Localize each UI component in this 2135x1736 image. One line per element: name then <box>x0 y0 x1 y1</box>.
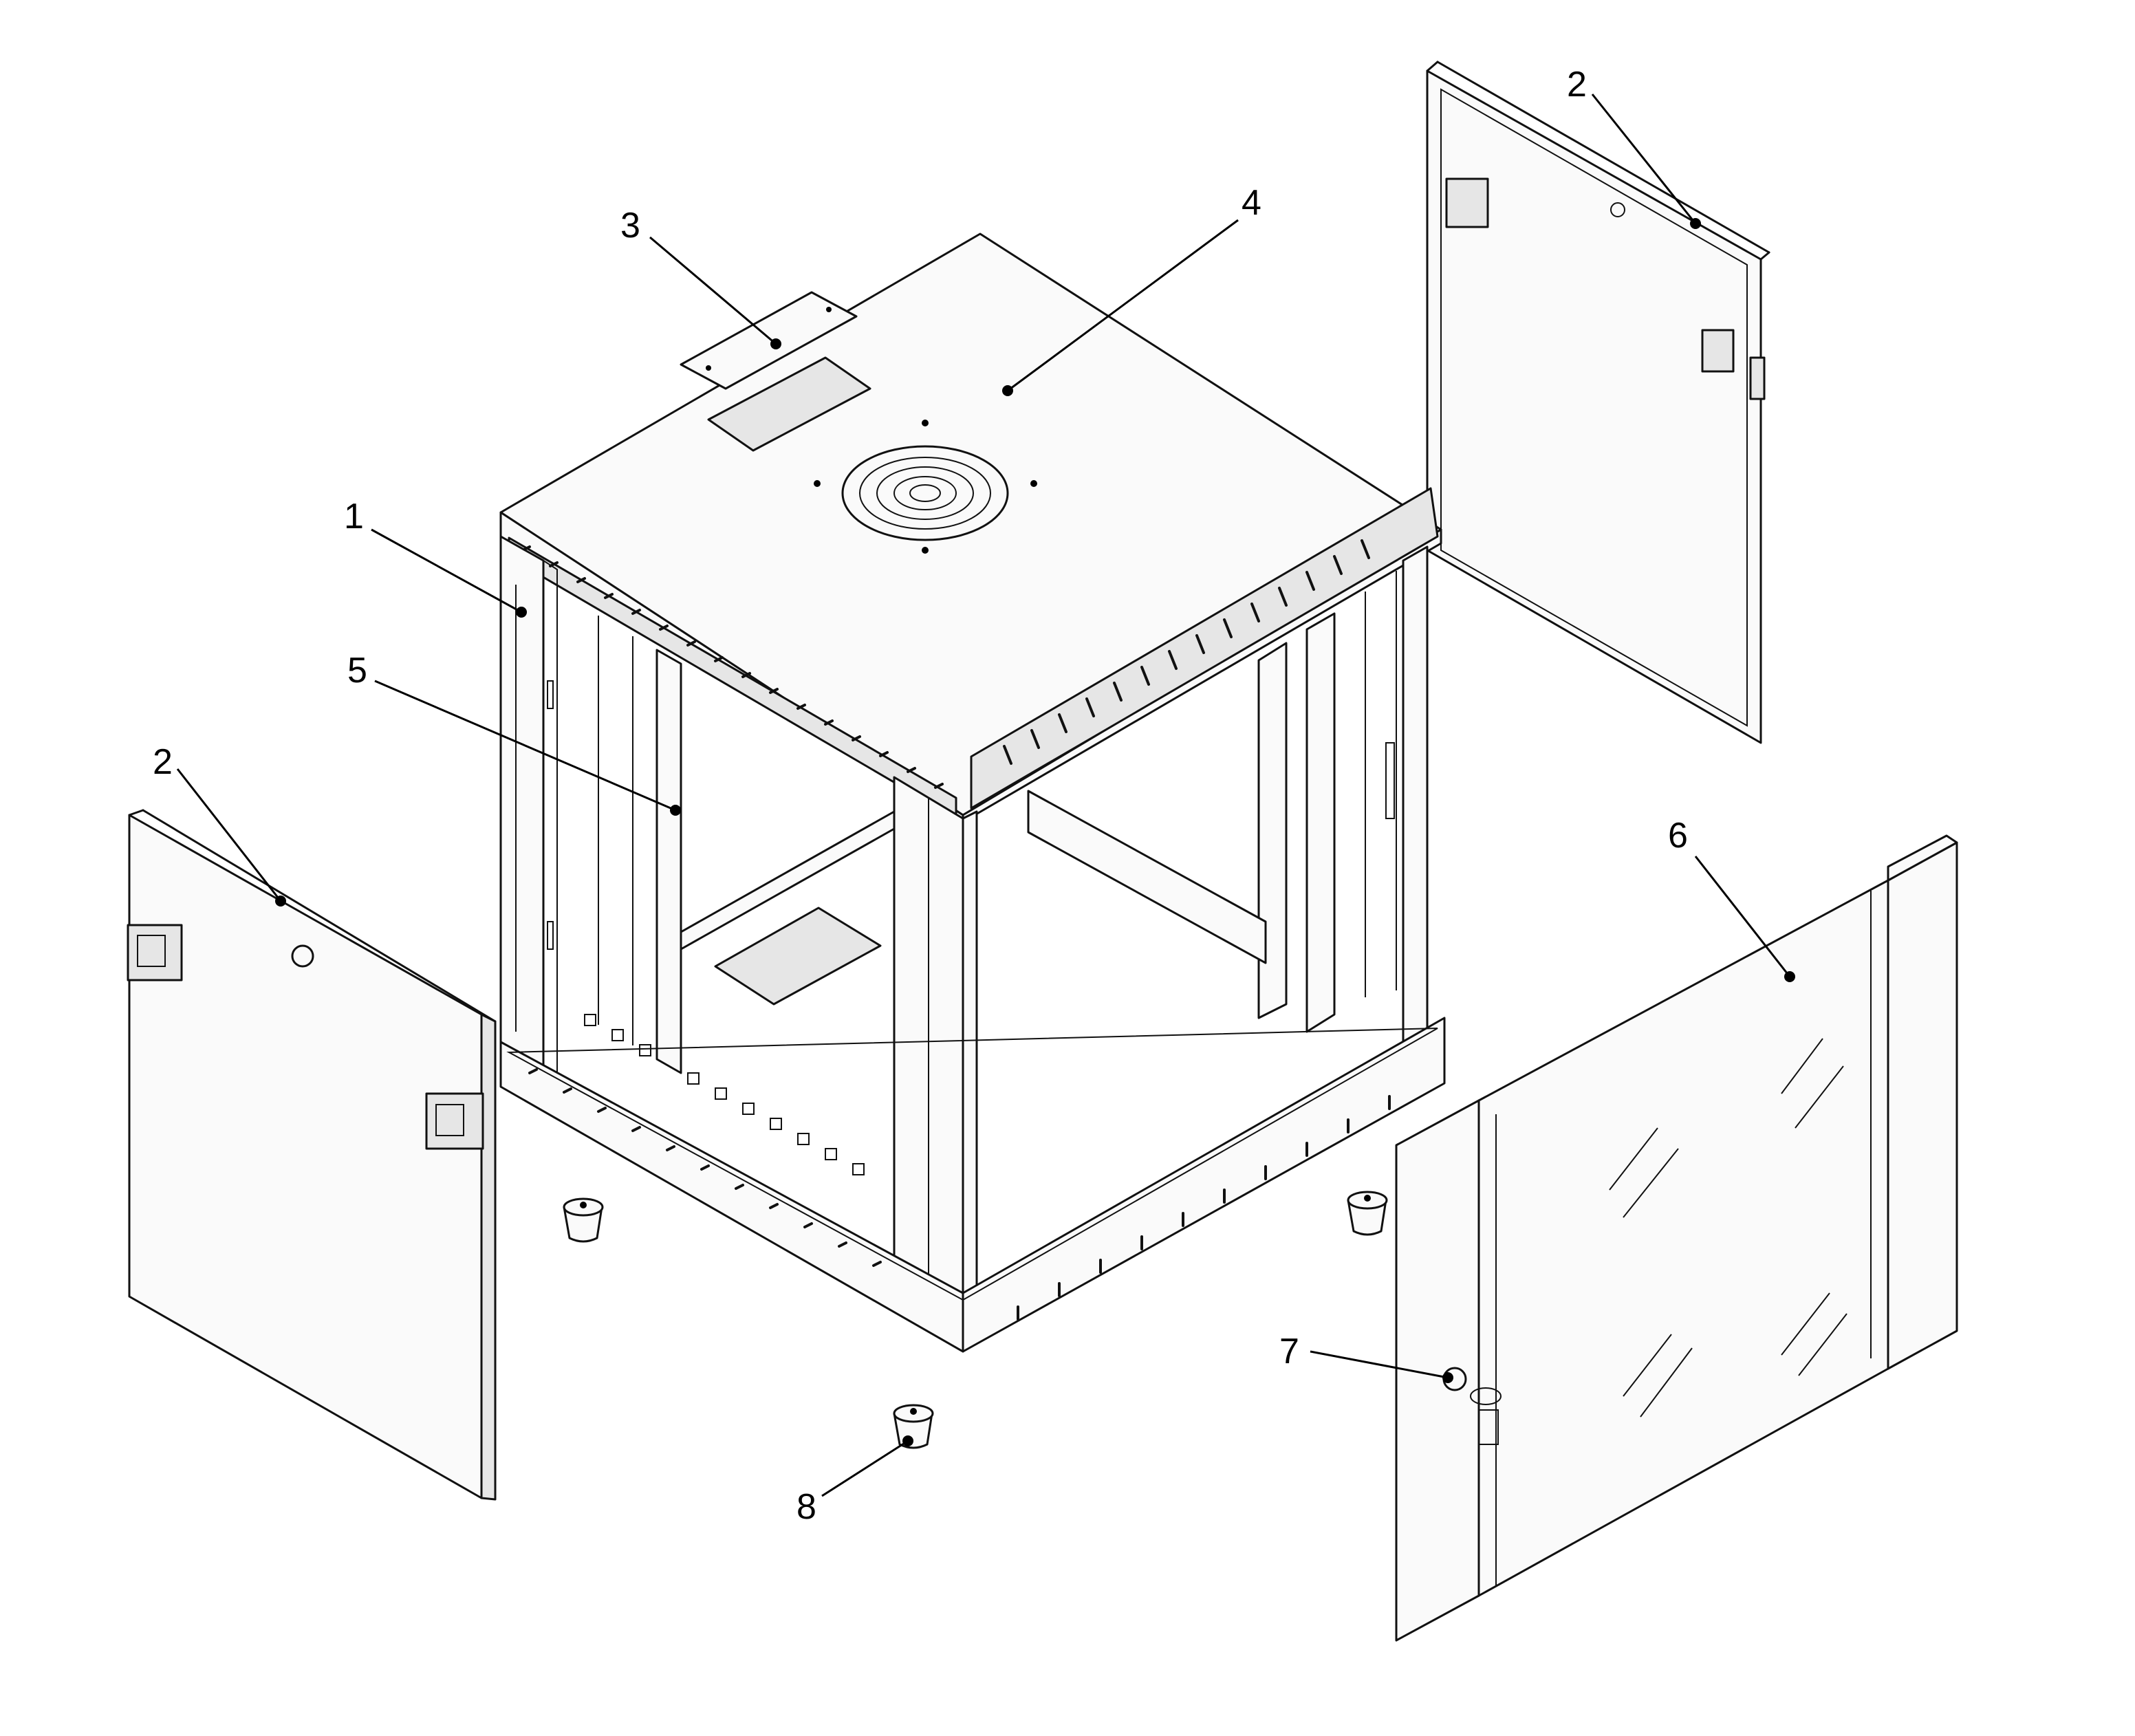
rubber-foot-2 <box>1347 1191 1388 1236</box>
vent-slots-top-right <box>1003 539 1370 765</box>
callout-6: 6 <box>1668 816 1795 982</box>
callout-2-right: 2 <box>1567 65 1701 229</box>
rubber-foot-1 <box>563 1197 604 1243</box>
cable-access-plate <box>680 291 858 390</box>
callout-2-left: 2 <box>153 742 286 907</box>
callout-number: 4 <box>1242 183 1261 223</box>
rubber-foot-3 <box>893 1404 934 1449</box>
callout-3: 3 <box>620 206 781 349</box>
callout-number: 2 <box>1567 65 1587 105</box>
callout-8: 8 <box>796 1435 913 1527</box>
callout-number: 5 <box>347 651 367 691</box>
callout-5: 5 <box>347 651 681 816</box>
callout-number: 6 <box>1668 816 1688 856</box>
mounting-rail-left <box>655 649 682 1074</box>
top-cover <box>499 232 1442 816</box>
callout-number: 7 <box>1279 1332 1299 1371</box>
callout-4: 4 <box>1002 183 1261 396</box>
callout-number: 2 <box>153 742 173 782</box>
callout-7: 7 <box>1279 1332 1453 1383</box>
fan-grille <box>814 420 1037 554</box>
side-panel-left <box>127 809 497 1501</box>
vent-slots-bottom <box>528 1068 1391 1321</box>
cabinet-body <box>499 232 1446 1353</box>
callout-1: 1 <box>344 497 527 618</box>
callout-number: 8 <box>796 1487 816 1527</box>
side-panel-right <box>1426 61 1770 744</box>
bottom-hole-row <box>584 1014 865 1175</box>
callout-number: 3 <box>620 206 640 246</box>
front-glass-door <box>1395 834 1958 1642</box>
callout-number: 1 <box>344 497 364 536</box>
vent-slots-top-left <box>521 545 944 789</box>
